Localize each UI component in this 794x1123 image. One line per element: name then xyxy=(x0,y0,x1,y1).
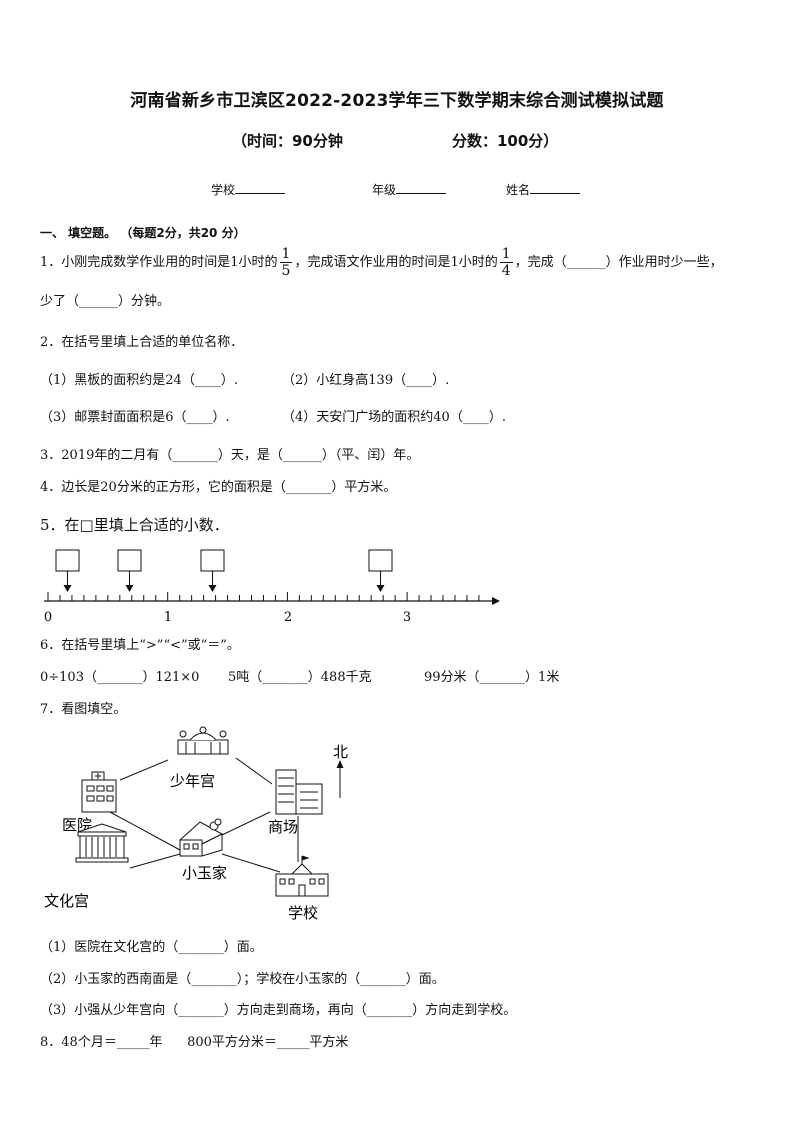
question-2-item-2: （2）小红身高139（____）. xyxy=(282,373,450,388)
question-7-stem: 7．看图填空。 xyxy=(40,702,127,717)
youth-palace-icon xyxy=(177,726,229,755)
question-2-item-1: （1）黑板的面积约是24（____）. xyxy=(40,373,238,388)
question-4: 4．边长是20分米的正方形，它的面积是（_______）平方米。 xyxy=(40,480,397,495)
exam-score: 分数：100分） xyxy=(452,132,559,150)
tick-label-0: 0 xyxy=(44,610,52,625)
question-6-compare-3: 99分米（_______）1米 xyxy=(424,670,560,685)
question-6-compare-1: 0÷103（_______）121×0 xyxy=(40,670,200,685)
house-icon xyxy=(178,818,224,857)
answer-box-2[interactable] xyxy=(117,549,142,592)
question-7-sub-3: （3）小强从少年宫向（_______）方向走到商场，再向（_______）方向走… xyxy=(40,1003,517,1018)
hospital-icon xyxy=(81,771,117,813)
q1-text-a: 1．小刚完成数学作业用的时间是1小时的 xyxy=(40,255,278,270)
question-7-sub-1: （1）医院在文化宫的（_______）面。 xyxy=(40,940,263,955)
place-label-school: 学校 xyxy=(288,904,318,922)
question-5-stem: 5．在□里填上合适的小数． xyxy=(40,516,229,534)
q1-text-c: ，完成（______）作业用时少一些， xyxy=(514,255,723,270)
grade-field[interactable]: 年级 xyxy=(372,181,447,198)
question-7-sub-2: （2）小玉家的西南面是（_______）；学校在小玉家的（_______）面。 xyxy=(40,972,445,987)
name-label: 姓名 xyxy=(506,183,531,197)
question-2-item-3: （3）邮票封面面积是6（____）. xyxy=(40,410,230,425)
map-connections xyxy=(109,757,299,873)
number-line-ticks xyxy=(47,592,480,601)
number-line-arrow xyxy=(492,597,500,605)
answer-box-1[interactable] xyxy=(55,549,80,592)
school-field[interactable]: 学校 xyxy=(211,181,286,198)
section-heading: 一、 填空题。 （每题2分，共20 分） xyxy=(40,226,246,240)
exam-time: （时间：90分钟 xyxy=(232,132,343,150)
name-field[interactable]: 姓名 xyxy=(506,181,581,198)
number-line: 0 1 2 3 xyxy=(44,549,500,625)
mall-icon xyxy=(275,769,323,815)
place-label-youth-palace: 少年宫 xyxy=(170,772,215,790)
question-1-line2: 少了（______）分钟。 xyxy=(40,294,171,309)
school-blank[interactable] xyxy=(235,181,286,194)
grade-label: 年级 xyxy=(372,183,397,197)
place-label-culture-palace: 文化宫 xyxy=(44,892,89,910)
school-icon xyxy=(275,855,329,897)
page-title: 河南省新乡市卫滨区2022-2023学年三下数学期末综合测试模拟试题 xyxy=(130,91,664,111)
name-blank[interactable] xyxy=(530,181,581,194)
question-3: 3．2019年的二月有（_______）天，是（______）（平、闰）年。 xyxy=(40,448,420,463)
map-diagram: 少年宫 医院 商场 北 xyxy=(44,726,348,922)
question-2-item-4: （4）天安门广场的面积约40（____）. xyxy=(282,410,506,425)
place-label-home: 小玉家 xyxy=(182,864,227,882)
place-label-mall: 商场 xyxy=(268,818,298,836)
tick-label-1: 1 xyxy=(164,610,172,625)
north-arrow-icon xyxy=(336,760,344,798)
question-6-compare-2: 5吨（_______）488千克 xyxy=(228,670,372,685)
answer-box-3[interactable] xyxy=(200,549,225,592)
grade-blank[interactable] xyxy=(396,181,447,194)
school-label: 学校 xyxy=(211,183,236,197)
answer-box-4[interactable] xyxy=(368,549,393,592)
q1-text-b: ，完成语文作业用的时间是1小时的 xyxy=(294,255,498,270)
tick-label-3: 3 xyxy=(403,610,411,625)
question-8: 8．48个月＝_____年 800平方分米＝_____平方米 xyxy=(40,1035,349,1050)
tick-label-2: 2 xyxy=(284,610,292,625)
question-2-stem: 2．在括号里填上合适的单位名称． xyxy=(40,335,244,350)
north-label: 北 xyxy=(333,743,348,761)
question-6-stem: 6．在括号里填上“>”“<”或“＝”。 xyxy=(40,638,240,653)
culture-palace-icon xyxy=(75,823,129,863)
